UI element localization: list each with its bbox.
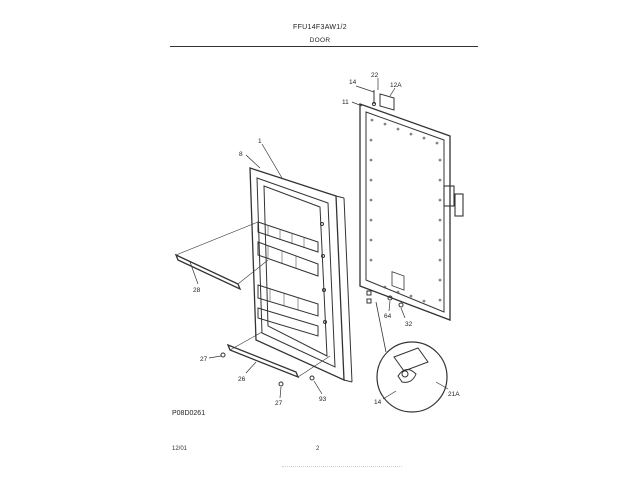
footer-date: 12/01	[172, 446, 188, 452]
section-title: DOOR	[309, 37, 331, 44]
callout-12a: 12A	[390, 82, 402, 89]
bottom-hinge-hardware	[366, 290, 404, 353]
shelf-rail-28	[174, 221, 269, 291]
model-number: FFU14F3AW1/2	[293, 24, 347, 31]
door-liner	[249, 167, 353, 383]
screw-27-left	[220, 352, 226, 358]
detail-magnifier	[376, 341, 448, 413]
header-rule	[170, 46, 478, 47]
callout-14-top: 14	[349, 79, 357, 86]
footer-page: 2	[316, 446, 320, 452]
door-gasket	[359, 103, 451, 321]
callout-22: 22	[371, 72, 379, 79]
callout-8: 8	[239, 151, 243, 158]
callout-27-left: 27	[200, 356, 208, 363]
callout-28: 28	[193, 287, 201, 294]
hinge-12a	[371, 90, 395, 111]
faint-footer-line	[282, 466, 402, 470]
callout-21a: 21A	[448, 391, 460, 398]
callout-14-bottom: 14	[374, 399, 382, 406]
bar-26	[226, 331, 331, 379]
callout-1: 1	[258, 138, 262, 145]
callout-27-bottom: 27	[275, 400, 283, 407]
callout-64: 64	[384, 313, 392, 320]
screw-93	[309, 375, 315, 381]
callout-93: 93	[319, 396, 327, 403]
callout-32: 32	[405, 321, 413, 328]
leader-lines	[189, 78, 449, 400]
callout-26: 26	[238, 376, 246, 383]
callout-11: 11	[342, 99, 349, 106]
screw-27-bottom	[278, 381, 284, 387]
diagram-code: P08D0261	[172, 410, 206, 417]
handle-bracket	[443, 185, 464, 217]
